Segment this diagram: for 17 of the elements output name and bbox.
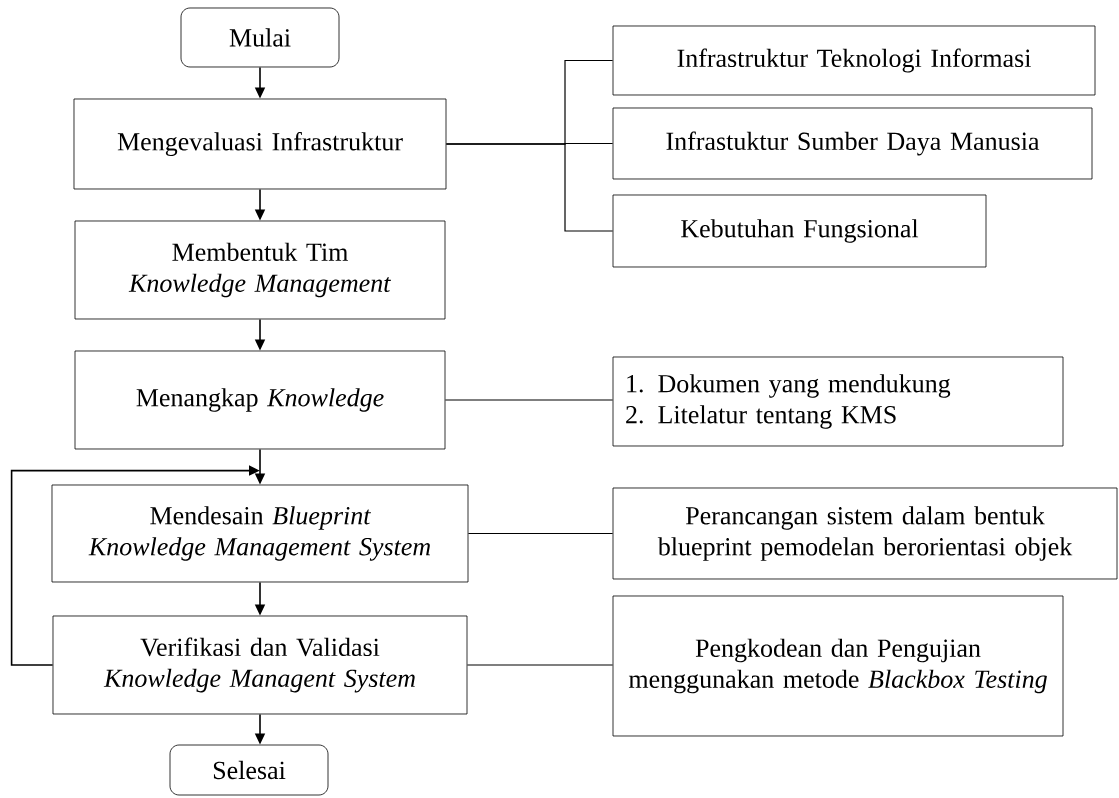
connector-line bbox=[467, 532, 614, 535]
terminal-box: Mulai bbox=[180, 7, 340, 68]
process-box: Perancangan sistem dalam bentuk blueprint pemodelan berorientasi objek bbox=[612, 487, 1118, 580]
process-box: Pengkodean dan Pengujian menggunakan metode Blackbox Testing bbox=[612, 595, 1064, 737]
process-box: Kebutuhan Fungsional bbox=[612, 194, 987, 268]
connector-line bbox=[466, 664, 614, 666]
process-box: 1. Dokumen yang mendukung 2. Litelatur tentang KMS bbox=[612, 356, 1064, 447]
process-box: Verifikasi dan Validasi Knowledge Managent System bbox=[52, 615, 468, 715]
process-box: Menangkap Knowledge bbox=[74, 350, 446, 450]
process-box: Mengevaluasi Infrastruktur bbox=[73, 98, 447, 190]
process-box: Mendesain Blueprint Knowledge Management System bbox=[51, 484, 469, 583]
terminal-box: Selesai bbox=[169, 744, 329, 796]
process-box: Infrastruktur Teknologi Informasi bbox=[612, 25, 1096, 96]
connector-line bbox=[444, 399, 614, 401]
connector-line bbox=[445, 143, 614, 232]
process-box: Membentuk Tim Knowledge Management bbox=[74, 220, 446, 320]
process-box: Infrastuktur Sumber Daya Manusia bbox=[612, 107, 1093, 180]
